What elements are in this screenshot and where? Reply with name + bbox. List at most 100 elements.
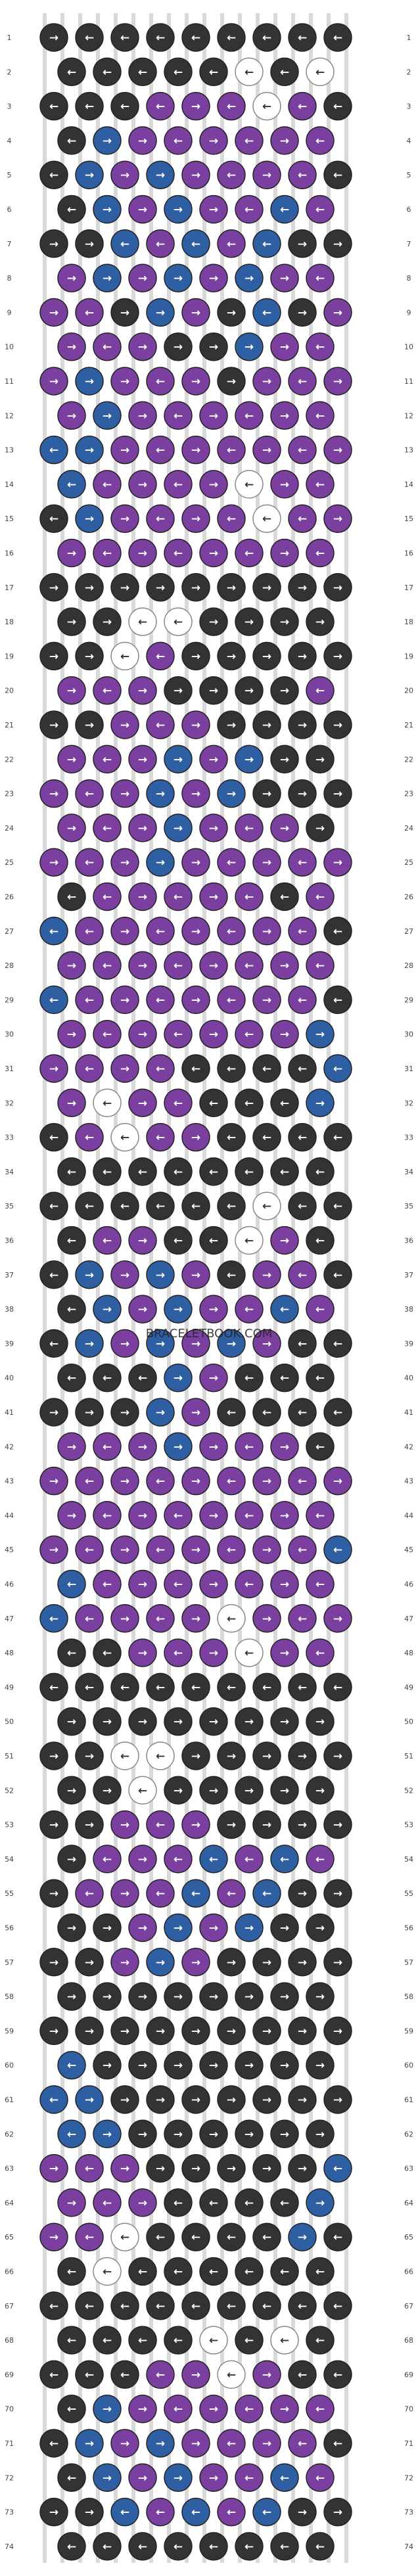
knot-arrow-icon: → (298, 2025, 307, 2038)
knot-arrow-icon: → (209, 1990, 218, 2004)
knot-arrow-icon: ← (120, 101, 129, 114)
knot-arrow-icon: ← (244, 1028, 254, 1042)
knot-arrow-icon: ← (280, 1303, 289, 1316)
knot-arrow-icon: ← (49, 2437, 58, 2450)
knot-arrow-icon: → (49, 2025, 58, 2038)
knot-arrow-icon: → (191, 1544, 200, 1557)
knot (75, 2222, 104, 2251)
knot-arrow-icon: ← (85, 1544, 94, 1557)
knot (93, 1363, 122, 1392)
row-number-left: 20 (5, 687, 14, 695)
knot-arrow-icon: → (333, 2506, 342, 2519)
knot (110, 229, 139, 258)
knot (235, 1776, 264, 1805)
knot (164, 1363, 193, 1392)
knot-arrow-icon: ← (244, 2334, 254, 2347)
knot-arrow-icon: → (49, 1406, 58, 1419)
knot (323, 229, 352, 258)
knot-arrow-icon: ← (280, 204, 289, 217)
knot-arrow-icon: → (209, 478, 218, 492)
knot-arrow-icon: → (138, 2059, 147, 2073)
knot (199, 401, 228, 430)
knot (252, 1398, 281, 1427)
knot (146, 710, 175, 739)
knot-arrow-icon: → (138, 1647, 147, 1660)
knot (235, 57, 264, 87)
knot-arrow-icon: ← (280, 891, 289, 904)
knot-arrow-icon: ← (315, 2266, 325, 2279)
knot-arrow-icon: ← (67, 891, 76, 904)
knot (199, 882, 228, 911)
knot (164, 2257, 193, 2286)
knot-arrow-icon: ← (333, 1132, 342, 1145)
knot (235, 470, 264, 499)
row-number-right: 61 (404, 2096, 413, 2104)
row-number-right: 49 (404, 1683, 413, 1691)
knot (164, 1776, 193, 1805)
knot (110, 1672, 139, 1702)
knot (75, 985, 104, 1015)
knot-arrow-icon: → (262, 719, 271, 732)
knot (164, 1569, 193, 1599)
knot-arrow-icon: → (280, 959, 289, 973)
knot-arrow-icon: → (103, 2403, 112, 2416)
knot (181, 298, 210, 327)
knot-arrow-icon: ← (262, 1681, 271, 1694)
knot (57, 1226, 86, 1255)
knot (181, 2016, 210, 2046)
knot (93, 57, 122, 87)
knot (270, 676, 299, 705)
knot-arrow-icon: → (244, 341, 254, 354)
knot-arrow-icon: ← (138, 1784, 147, 1797)
knot-arrow-icon: ← (67, 135, 76, 148)
knot (323, 1810, 352, 1839)
knot (270, 1157, 299, 1186)
knot (146, 2429, 175, 2458)
knot-arrow-icon: → (298, 1887, 307, 1900)
knot-arrow-icon: → (174, 2059, 183, 2073)
knot (252, 779, 281, 808)
knot-arrow-icon: → (85, 444, 94, 457)
knot (128, 1845, 157, 1874)
knot-arrow-icon: → (156, 2163, 165, 2176)
knot (270, 401, 299, 430)
knot (288, 779, 317, 808)
knot (146, 1329, 175, 1358)
knot-arrow-icon: → (174, 1784, 183, 1797)
knot (217, 2085, 246, 2114)
row-number-left: 14 (5, 480, 14, 489)
knot (146, 1054, 175, 1083)
knot-arrow-icon: ← (333, 1337, 342, 1350)
knot-arrow-icon: ← (156, 444, 165, 457)
knot-arrow-icon: → (103, 1922, 112, 1935)
knot-arrow-icon: ← (315, 685, 325, 698)
knot-arrow-icon: → (209, 1647, 218, 1660)
knot (164, 538, 193, 568)
knot (270, 2050, 299, 2080)
knot-arrow-icon: ← (262, 1200, 271, 1213)
knot-arrow-icon: ← (174, 409, 183, 423)
row-number-left: 26 (5, 893, 14, 902)
knot (306, 2394, 335, 2424)
knot-arrow-icon: → (333, 238, 342, 251)
row-number-left: 8 (7, 274, 12, 283)
knot (164, 1707, 193, 1736)
knot-arrow-icon: ← (67, 1235, 76, 1248)
knot-arrow-icon: → (298, 1819, 307, 1832)
knot-arrow-icon: ← (174, 1853, 183, 1866)
knot-arrow-icon: → (262, 1750, 271, 1763)
row-number-left: 42 (5, 1442, 14, 1451)
knot-arrow-icon: → (262, 650, 271, 663)
knot (110, 2429, 139, 2458)
knot-arrow-icon: → (120, 788, 129, 801)
knot-arrow-icon: → (120, 1337, 129, 1350)
knot-arrow-icon: ← (120, 238, 129, 251)
knot (146, 504, 175, 533)
knot (164, 1432, 193, 1461)
row-number-right: 53 (404, 1821, 413, 1829)
knot-arrow-icon: → (191, 2025, 200, 2038)
knot-arrow-icon: → (315, 1097, 325, 1110)
knot-arrow-icon: ← (156, 101, 165, 114)
knot-arrow-icon: → (67, 753, 76, 766)
knot-arrow-icon: → (244, 753, 254, 766)
